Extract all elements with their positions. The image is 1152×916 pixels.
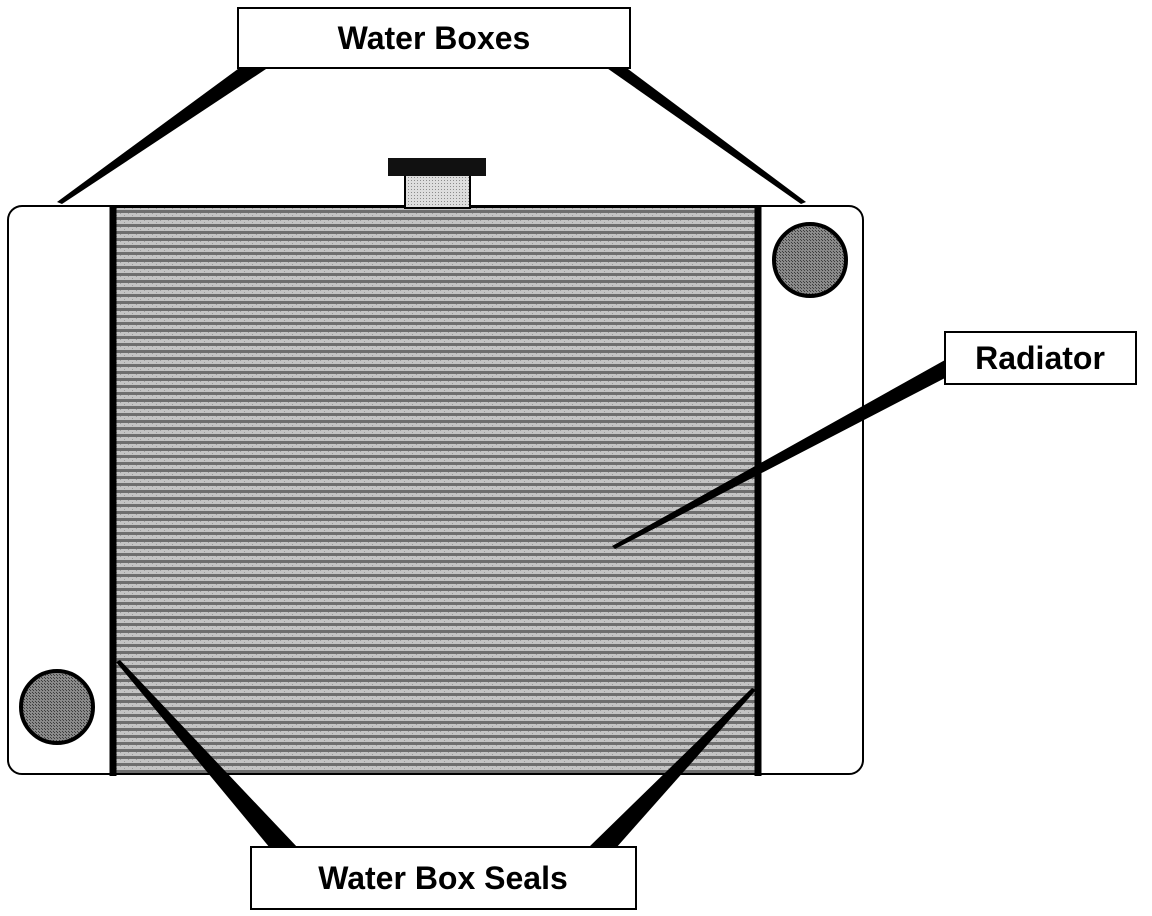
water-boxes-leader-right xyxy=(604,66,806,204)
water-box-seals-leader-right xyxy=(588,688,756,848)
filler-cap-neck xyxy=(404,174,471,209)
water-boxes-label: Water Boxes xyxy=(338,20,531,56)
water-boxes-leader-left xyxy=(57,66,266,204)
water-box-seals-label: Water Box Seals xyxy=(318,860,568,896)
water-box-seals-label-box xyxy=(250,846,637,910)
radiator-label: Radiator xyxy=(975,340,1105,376)
water-box-seals-leader-left xyxy=(116,660,298,848)
radiator-label-box xyxy=(944,331,1137,385)
radiator-leader xyxy=(612,360,945,549)
lower-hose-port-icon xyxy=(19,669,95,745)
upper-hose-port-icon xyxy=(772,222,848,298)
water-boxes-label-box xyxy=(237,7,631,69)
filler-cap-icon xyxy=(388,158,486,176)
radiator-core xyxy=(112,206,759,775)
